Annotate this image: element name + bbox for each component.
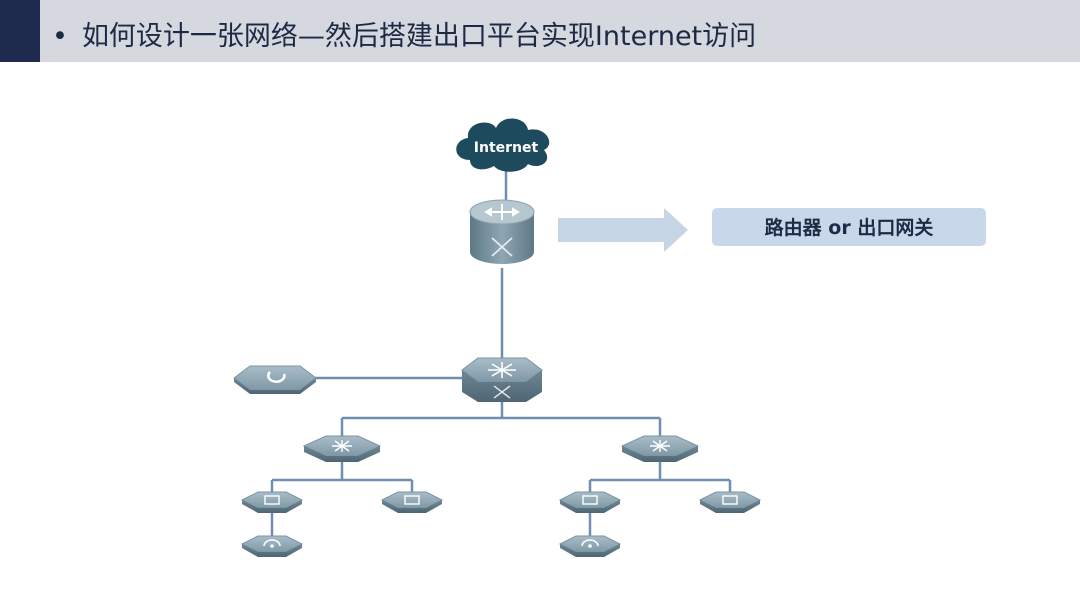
access-switch-left-a-icon [240,491,304,513]
header-accent [0,0,40,62]
title-text: 如何设计一张网络—然后搭建出口平台实现Internet访问 [81,21,757,52]
callout-arrow-icon [558,208,688,252]
router-icon [469,199,535,264]
access-switch-right-a-icon [558,491,622,513]
core-switch-icon [461,357,543,402]
access-switch-right-b-icon [698,491,762,513]
title-bullet: • [52,21,68,52]
callout-box: 路由器 or 出口网关 [712,208,986,246]
access-point-left-icon [240,535,304,557]
access-switch-left-b-icon [380,491,444,513]
callout-label: 路由器 or 出口网关 [765,216,934,239]
header-bar [0,0,1080,62]
cloud-label: Internet [474,140,539,156]
slide-title: • 如何设计一张网络—然后搭建出口平台实现Internet访问 [52,14,756,53]
access-point-right-icon [558,535,622,557]
aggregation-switch-right-icon [620,435,700,462]
aggregation-switch-left-icon [302,435,382,462]
server-icon [233,365,317,394]
internet-cloud-icon: Internet [456,118,550,172]
links [270,168,732,538]
